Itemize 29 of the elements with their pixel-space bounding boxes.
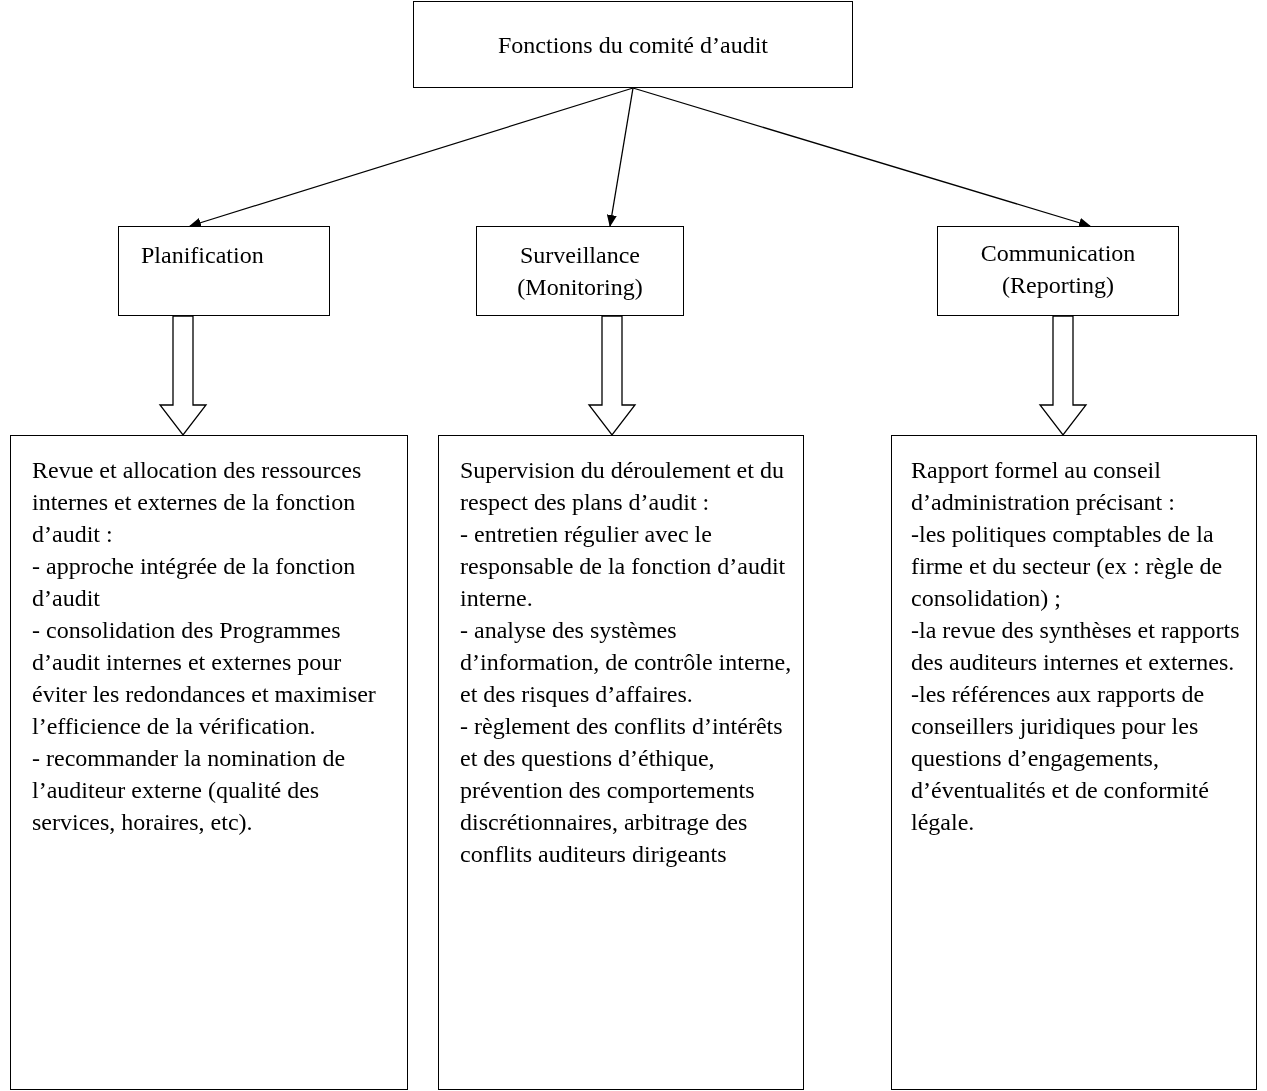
title-box: [413, 1, 853, 88]
arrow: [189, 87, 634, 228]
list-item: - entretien régulier avec le responsable de la fonction d’audit interne.: [460, 520, 787, 613]
function-box: [118, 226, 330, 316]
function-box: [476, 226, 684, 316]
block-arrow: [158, 315, 208, 437]
list-item: - analyse des systèmes d’information, de contrôle interne, et des risques d’affaires.: [460, 616, 793, 709]
box-text: Fonctions du comité d’audit: [498, 30, 768, 60]
arrow: [632, 87, 1091, 228]
box-text: Communication (Reporting): [979, 239, 1137, 300]
list-item: -la revue des synthèses et rapports des auditeurs internes et externes.: [911, 616, 1241, 677]
description-box: [10, 435, 408, 1090]
list-item: -les politiques comptables de la firme et du secteur (ex : règle de consolidation) ;: [911, 520, 1224, 613]
block-arrow: [587, 315, 637, 437]
box-text: Planification: [141, 241, 265, 270]
description-box: [438, 435, 804, 1090]
box-text: Revue et allocation des ressources internes et externes de la fonction d’audit :: [32, 456, 363, 549]
box-text: Supervision du déroulement et du respect des plans d’audit :: [460, 456, 785, 517]
box-text: Surveillance (Monitoring): [516, 241, 644, 302]
box-text: Rapport formel au conseil d’administration précisant :: [911, 456, 1176, 517]
list-item: - consolidation des Programmes d’audit internes et externes pour éviter les redondances et maximiser l’efficience de la vérification.: [32, 616, 377, 741]
arrow: [606, 87, 634, 227]
description-box: [891, 435, 1257, 1090]
function-box: [937, 226, 1179, 316]
list-item: - approche intégrée de la fonction d’audit: [32, 552, 357, 613]
list-item: - recommander la nomination de l’auditeur externe (qualité des services, horaires, etc).: [32, 744, 347, 837]
block-arrow: [1038, 315, 1088, 437]
list-item: - règlement des conflits d’intérêts et des questions d’éthique, prévention des comportements discrétionnaires, arbitrage des conflits auditeurs dirigeants: [460, 712, 784, 869]
list-item: -les références aux rapports de conseillers juridiques pour les questions d’engagements, d’éventualités et de conformité légale.: [911, 680, 1210, 837]
